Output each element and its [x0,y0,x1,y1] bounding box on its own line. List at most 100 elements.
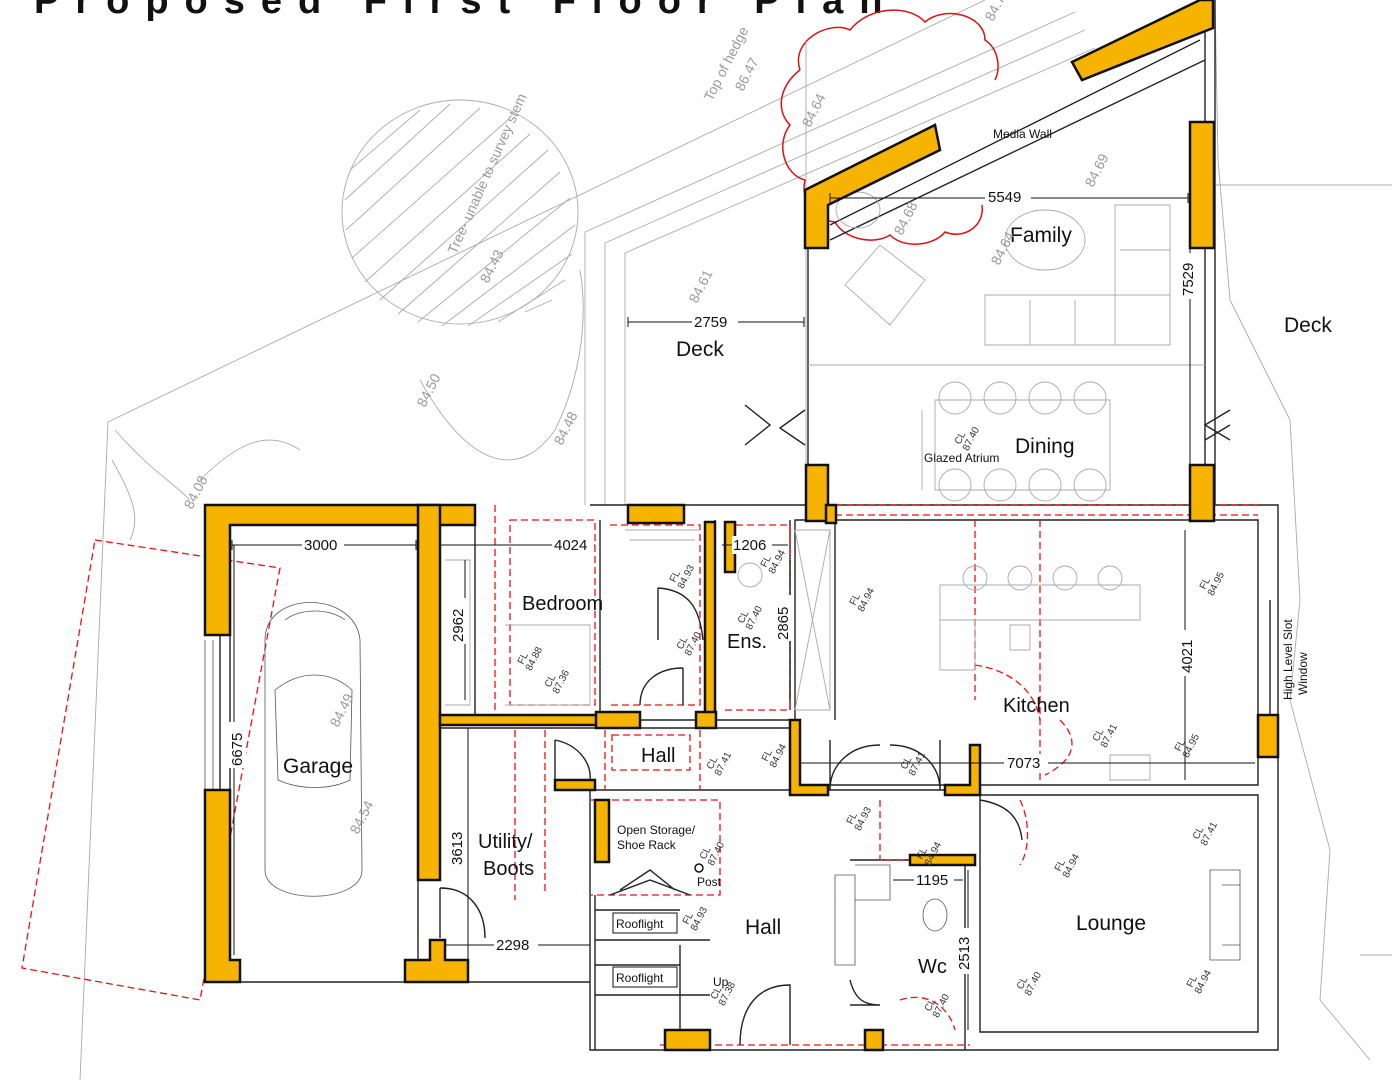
label-shoe-rack: Shoe Rack [617,838,677,852]
level-marker: CL 87.40 [698,840,727,868]
wall-family-pier-right [1188,463,1216,523]
dim-ensuite-depth: 2865 [775,607,792,640]
dim-kitchen-depth: 4021 [1179,640,1196,673]
label-rooflight-2: Rooflight [616,971,664,985]
wall-garage-bottom-right [403,938,470,984]
level-marker: CL 87.41 [1191,820,1220,848]
svg-text:FL: FL [668,569,683,585]
svg-text:FL: FL [1173,738,1188,754]
svg-text:FL: FL [1053,858,1068,874]
room-label-deck-left: Deck [676,338,724,361]
room-label-garage: Garage [283,755,353,778]
wall-ensuite-left [703,520,717,719]
dim-ensuite-width: 1206 [733,537,766,554]
svg-text:CL: CL [543,673,559,690]
survey-level-8450: 84.50 [413,371,443,410]
room-label-boots: Boots [483,858,534,880]
level-marker: FL 84.93 [668,563,697,591]
room-label-wc: Wc [918,956,947,978]
car-outline [264,602,363,897]
survey-labels: Top of hedge 86.47 Tree- unable to surve… [180,0,1111,836]
svg-text:CL: CL [675,635,691,652]
wall-garage-left [203,503,477,637]
wall-family-right [1188,120,1216,250]
survey-level-8468: 84.68 [890,199,920,238]
survey-level-8461: 84.61 [685,267,715,306]
survey-level-8464a: 84.64 [798,91,828,130]
level-marker: CL 87.40 [953,425,982,453]
dim-family-width: 5549 [988,189,1021,206]
room-label-deck-right: Deck [1284,314,1332,337]
wall-front-mid [863,1028,885,1052]
survey-level-8449: 84.49 [326,691,356,730]
survey-level-8454: 84.54 [346,798,376,837]
svg-text:FL: FL [915,846,930,862]
room-label-kitchen: Kitchen [1003,695,1070,717]
wall-deck-pier [824,503,838,525]
level-marker: CL 87.40 [1015,970,1044,998]
svg-text:CL: CL [709,985,725,1002]
room-label-utility: Utility/ [478,831,533,853]
label-media-wall: Media Wall [993,127,1052,141]
level-marker: FL 84.94 [1053,852,1082,880]
level-marker: CL 87.40 [736,604,765,632]
wall-kitchen-hall-right [943,743,982,797]
svg-text:CL: CL [705,755,721,772]
svg-text:CL: CL [736,609,752,626]
wall-garage-bottom-left [203,788,242,984]
survey-level-8464b: 84.64 [987,229,1017,268]
label-up: Up [713,975,729,989]
wall-kitchen-window [1256,713,1280,759]
level-marker: FL 84.93 [845,805,874,833]
door-swings [439,404,1231,1046]
rooflight-2-box [612,966,678,988]
level-marker: FL 84.94 [760,742,789,770]
survey-tree-label: Tree- unable to survey stem [444,91,529,256]
wall-stair-left [593,798,611,864]
dim-utility-depth: 3613 [449,832,466,865]
dim-bedroom-depth: 2962 [450,609,467,642]
room-label-dining: Dining [1015,435,1075,458]
dim-family-depth: 7529 [1180,263,1197,296]
label-high-level-window: High Level Slot [1281,619,1295,700]
wall-family-left [803,123,942,250]
post-marker [694,863,704,873]
label-rooflight-1: Rooflight [616,917,664,931]
rooflight-1-box [612,912,678,934]
furniture [204,191,1241,966]
svg-text:FL: FL [516,651,531,667]
survey-level-8469: 84.69 [1081,151,1111,190]
wall-front-left [663,1028,712,1052]
wall-family-top [1070,0,1215,82]
label-open-storage: Open Storage/ [617,823,696,837]
dim-garage-width: 3000 [304,537,337,554]
dim-utility-width: 2298 [496,937,529,954]
dim-wc-width: 1195 [916,872,948,889]
svg-text:CL: CL [698,845,714,862]
walls [203,0,1280,1052]
level-marker: CL 87.41 [899,750,928,778]
svg-text:CL: CL [1191,825,1207,842]
room-label-hall-upper: Hall [641,745,675,767]
survey-level-8443: 84.43 [476,247,506,286]
wall-bedroom-top [626,503,686,525]
survey-level-8448: 84.48 [550,409,580,448]
room-label-hall-main: Hall [745,916,781,939]
tree-canopy [341,99,579,327]
svg-text:FL: FL [1185,974,1200,990]
level-marker: CL 87.40 [923,992,952,1020]
level-marker: FL 84.88 [516,645,545,673]
svg-text:CL: CL [1015,975,1031,992]
svg-text:FL: FL [760,748,775,764]
dim-deck-width: 2759 [694,314,727,331]
wall-hall-pier2 [694,710,718,730]
level-marker: CL 87.41 [705,750,734,778]
room-label-bedroom: Bedroom [522,593,603,615]
level-marker: FL 84.93 [681,905,710,933]
dim-wc-depth: 2513 [956,937,973,970]
wall-wc-top [908,853,977,867]
level-marker: CL 87.40 [675,630,704,658]
wall-garage-utility [438,713,602,727]
wall-hall-kitchen [788,718,830,797]
